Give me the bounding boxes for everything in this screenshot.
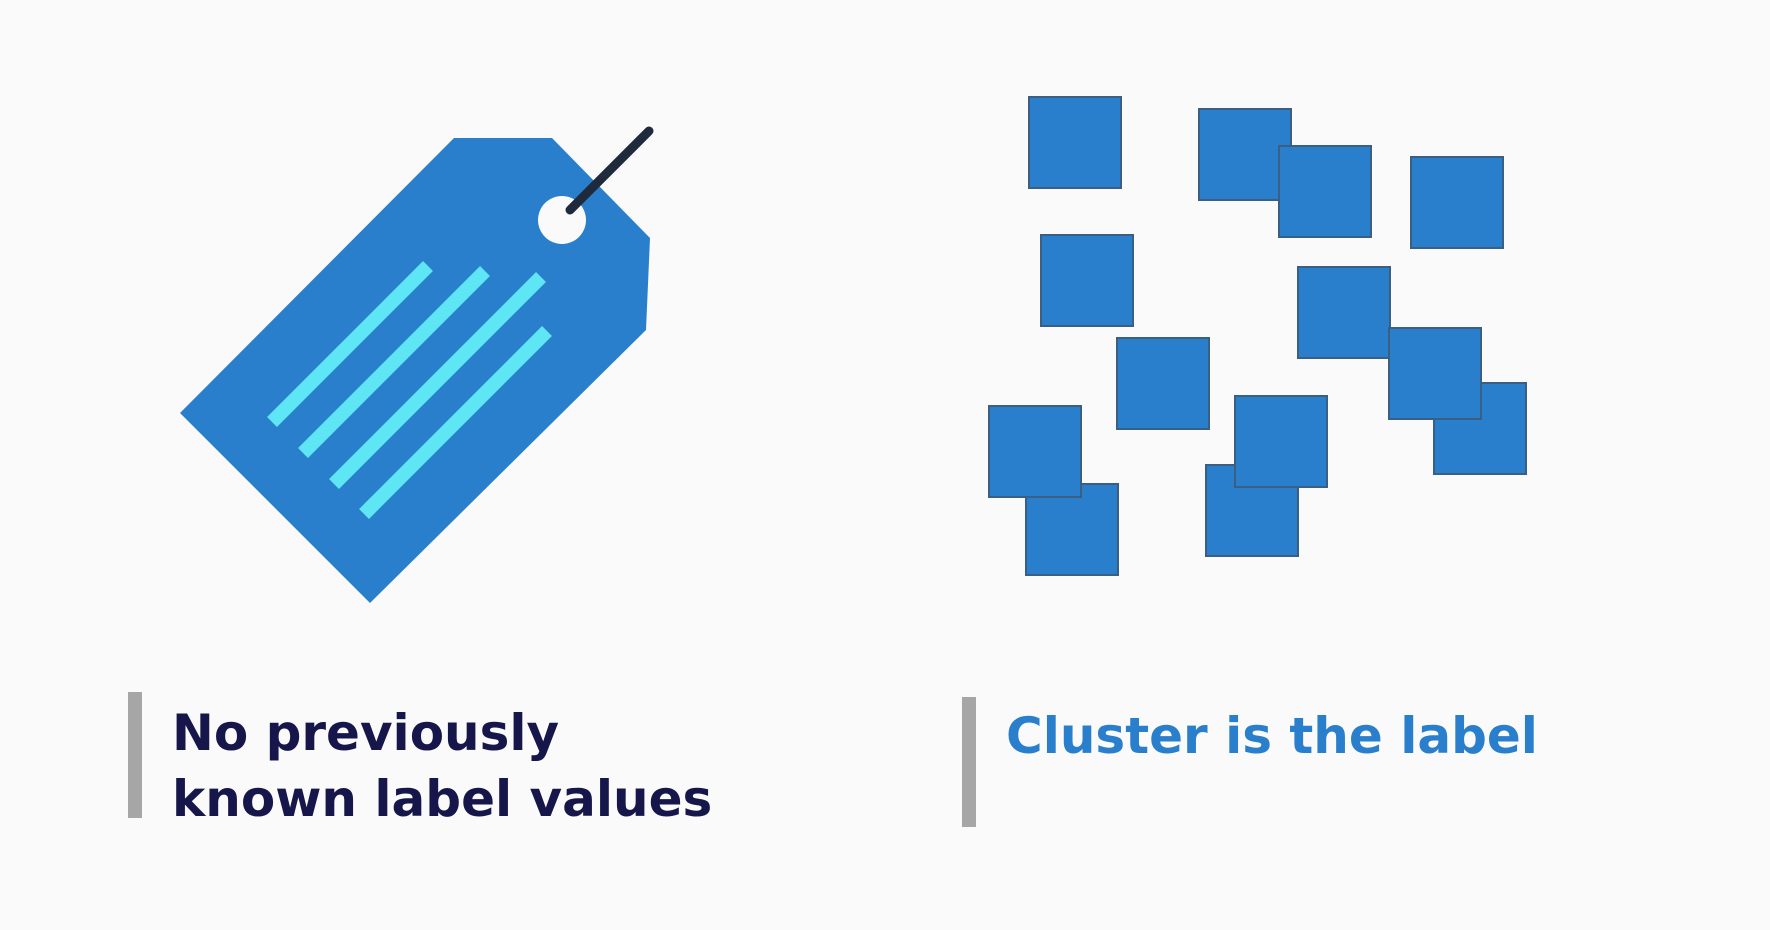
caption-right-bar (962, 697, 976, 827)
caption-left-line-1: No previously (172, 704, 560, 762)
cluster-square (1116, 337, 1210, 430)
cluster-square (988, 405, 1082, 498)
cluster-square (1388, 327, 1482, 420)
caption-left-line-2: known label values (172, 770, 713, 828)
tag-line (359, 326, 552, 519)
cluster-square (1410, 156, 1504, 249)
caption-right-line-1: Cluster is the label (1006, 707, 1538, 765)
tag-text-lines (267, 261, 552, 519)
caption-left-bar (128, 692, 142, 818)
cluster-square (1297, 266, 1391, 359)
cluster-square (1234, 395, 1328, 488)
tag-string (565, 126, 654, 215)
tag-line (267, 261, 433, 427)
cluster-square (1198, 108, 1292, 201)
cluster-square (1278, 145, 1372, 238)
cluster-square (1028, 96, 1122, 189)
cluster-square (1025, 483, 1119, 576)
caption-left: No previously known label values (172, 700, 712, 832)
tag-body (180, 138, 650, 603)
tag-line (298, 266, 490, 458)
tag-line (329, 272, 546, 489)
caption-right: Cluster is the label (1006, 703, 1538, 769)
cluster-square (1040, 234, 1134, 327)
